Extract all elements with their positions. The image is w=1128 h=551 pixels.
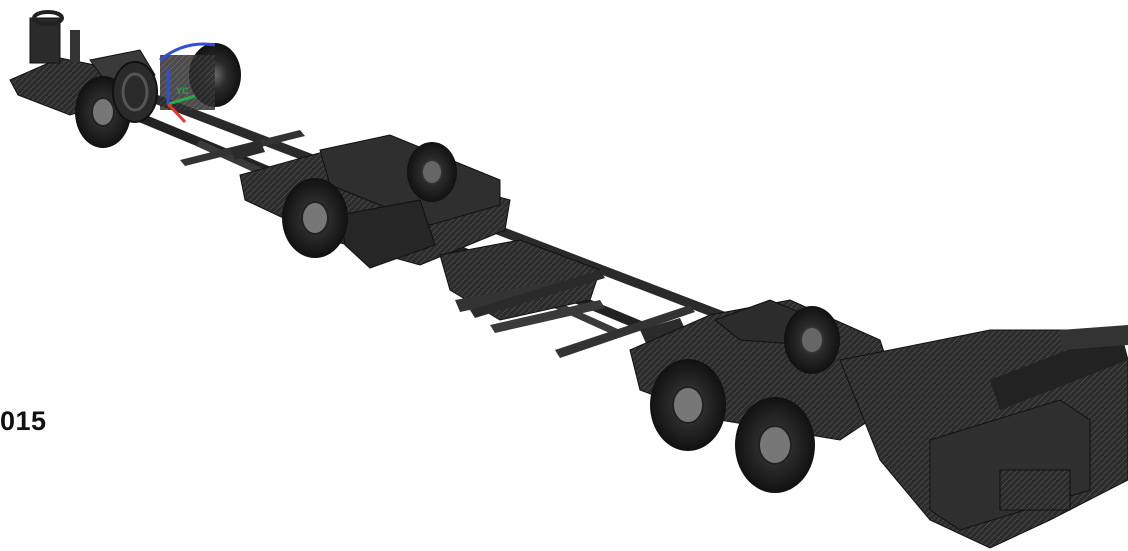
caption-fragment: 015	[0, 406, 47, 436]
axis-label: YC	[176, 86, 189, 96]
middle-wheel-front	[282, 178, 348, 258]
rear-wheel-2	[735, 397, 815, 493]
front-wheel-disc	[112, 61, 158, 123]
middle-wheel-rear	[407, 142, 457, 202]
coordinate-axes: YC	[166, 70, 196, 124]
rear-wheel-1	[650, 359, 726, 451]
cross-members-front	[180, 130, 305, 166]
rear-engine-module	[839, 325, 1128, 549]
middle-axle-assembly	[239, 134, 511, 269]
front-wheel-right	[159, 42, 241, 110]
articulation-joint	[439, 239, 605, 333]
rear-wheel-3	[784, 306, 840, 374]
